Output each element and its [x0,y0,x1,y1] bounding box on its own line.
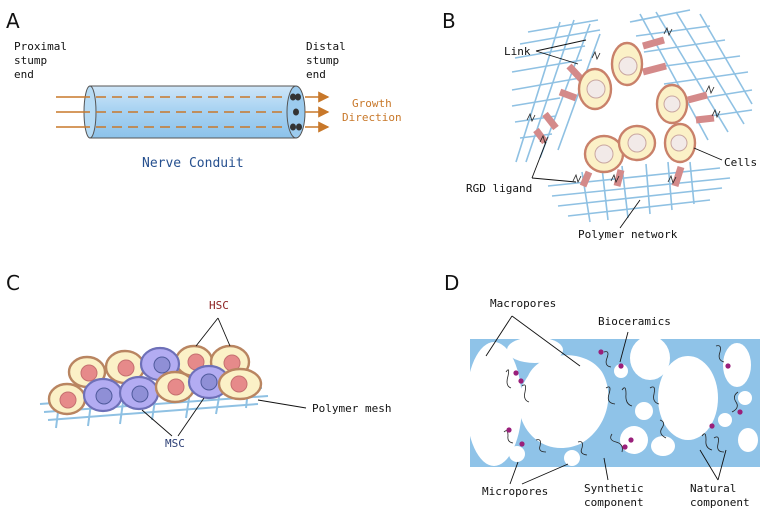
hsc-cell [154,370,196,404]
cell [617,124,657,162]
link-label: Link [504,45,531,58]
macropores-leader-1 [485,315,513,357]
growth-label-line-2: Direction [342,111,402,124]
bioceramics-leader [619,331,629,363]
distal-line-1: Distal [306,40,346,53]
polymer-mesh-leader [257,399,307,409]
hsc-label: HSC [209,299,229,312]
distal-line-2: stump [306,54,339,67]
micropores [509,364,752,466]
rgd-ligand-label: RGD ligand [466,182,532,195]
cells-label: Cells [724,156,757,169]
rgd-leader-2 [531,177,577,183]
synthetic-label-line-2: component [584,496,644,509]
polymer-network-bottom [547,161,731,223]
hsc-cell [47,382,87,416]
hsc-cell [217,367,263,401]
msc-cell [118,375,160,411]
growth-direction-arrows [56,91,330,133]
natural-leader-2 [717,449,727,481]
panel-c: C HSC MSC [6,271,391,450]
panel-d-letter: D [444,271,459,295]
panel-d: D [444,271,760,509]
macropores-label: Macropores [490,297,556,310]
micropores-label: Micropores [482,485,548,498]
nerve-conduit-label: Nerve Conduit [142,156,244,171]
cells-b [577,41,697,174]
polymer-network-right [629,9,753,141]
bioceramic-particles [506,349,743,450]
panel-c-letter: C [6,271,20,295]
cells-c [47,344,263,416]
synthetic-label-line-1: Synthetic [584,482,644,495]
proximal-label: Proximal stump end [14,40,67,81]
natural-label-line-1: Natural [690,482,736,495]
distal-line-3: end [306,68,326,81]
natural-component-fibers [503,345,739,456]
micropores-leader-1 [509,461,519,485]
hsc-leader-2 [217,317,231,347]
panel-b: B [442,9,757,241]
polymer-network-leader [619,199,641,229]
proximal-line-3: end [14,68,34,81]
rgd-ligands [526,26,721,185]
micropores-leader-2 [521,463,569,485]
panel-b-letter: B [442,9,456,33]
msc-cell [82,377,124,413]
natural-label-line-2: component [690,496,750,509]
natural-leader-1 [699,449,719,481]
distal-label: Distal stump end [306,40,346,81]
cell [577,67,613,111]
synthetic-leader [603,457,609,481]
msc-leader-1 [141,409,173,437]
msc-label: MSC [165,437,185,450]
polymer-mesh-label: Polymer mesh [312,402,391,415]
cell [583,134,625,174]
macropores-leader-2 [511,315,581,367]
cell [663,122,697,164]
cell [610,41,644,87]
bioceramics-label: Bioceramics [598,315,671,328]
proximal-line-2: stump [14,54,47,67]
panel-a-letter: A [6,9,20,33]
msc-leader-2 [177,397,205,437]
rgd-leader-1 [531,141,547,179]
proximal-line-1: Proximal [14,40,67,53]
hsc-leader-1 [195,317,219,347]
link-bars [533,36,715,188]
link-leader-2 [535,50,579,65]
link-leader-1 [535,39,587,52]
cell [655,83,689,125]
polymer-network-label: Polymer network [578,228,678,241]
growth-label-line-1: Growth [352,97,392,110]
cells-leader [693,147,723,161]
panel-a: A Proximal stump end Distal stump end [6,9,402,171]
